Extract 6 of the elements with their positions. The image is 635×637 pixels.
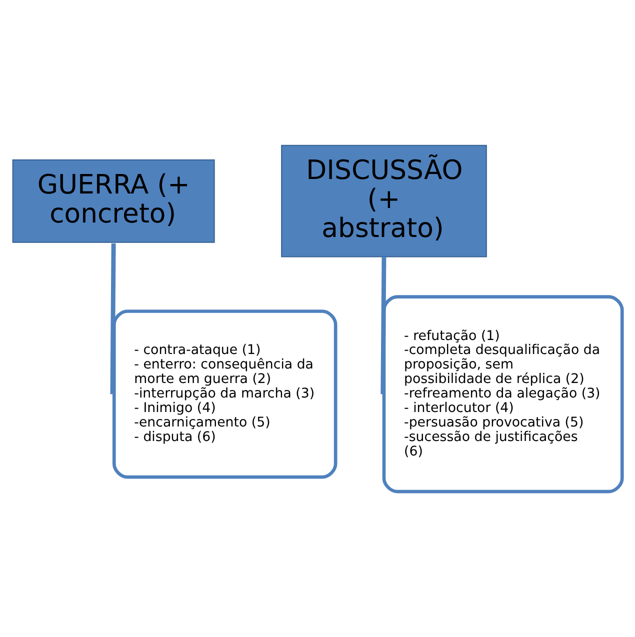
node-box: DISCUSSÃO (+ abstrato) [281, 144, 487, 258]
node-box: - refutação (1) -completa desqualificação da proposição, sem possibilidade de réplica (2) -refreamento da alegação (3) - interlocutor (4) -persuasão provocativa (5) -sucessão de justificações (6) [382, 295, 624, 494]
connector [380, 256, 386, 394]
node-box: GUERRA (+ concreto) [12, 159, 215, 243]
node-box: - contra-ataque (1) - enterro: consequência da morte em guerra (2) -interrupção da marcha (3) - Inimigo (4) -encarniçamento (5) - disputa (6) [112, 310, 338, 479]
connector [110, 243, 116, 394]
